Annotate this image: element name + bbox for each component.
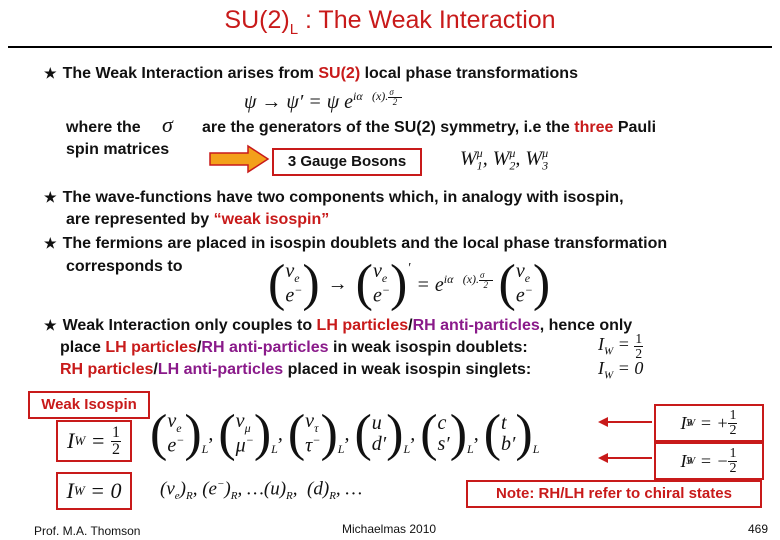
bullet-1-post: local phase transformations [360,65,578,82]
i3-pointer-arrows [598,417,652,463]
where-the-text: where the [66,119,141,136]
singlets-equation: (νe)R, (e−)R, …(u)R, (d)R, … [160,478,363,503]
chiral-note-box: Note: RH/LH refer to chiral states [466,480,762,508]
bullet-6-rh: RH particles [60,361,154,378]
page-number: 469 [748,522,769,536]
generators-text: are the generators of the SU(2) symmetry… [202,116,656,139]
bullet-6-slash: / [153,361,158,378]
bullet-3: ★ The fermions are placed in isospin doub… [44,232,667,255]
arrow-left-icon [598,417,608,427]
bullet-5-pre: place [60,339,106,356]
sigma-vector-symbol: σ⃗ [162,112,190,137]
bullet-4-rh: RH anti-particles [412,317,540,334]
generators-three: three [574,119,614,136]
bullet-2-line1: The wave-functions have two components w… [62,189,624,206]
generators-pre: are the generators of the SU(2) symmetry… [202,119,575,136]
bullet-1: ★The Weak Interaction arises from SU(2) … [44,62,578,85]
bullet-2: ★ The wave-functions have two components … [44,186,624,209]
bullet-2-pre: are represented by [66,211,214,228]
title-rest: : The Weak Interaction [298,6,556,34]
weak-isospin-term: “weak isospin” [213,211,330,228]
title-sub: L [289,21,299,38]
bullet-3-line1: The fermions are placed in isospin doubl… [62,235,668,252]
slide-title: SU(2)L : The Weak Interaction [0,6,780,38]
spin-matrices-text: spin matrices [66,141,170,158]
bullet-6-post: placed in weak isospin singlets: [283,361,532,378]
weak-isospin-label: Weak Isospin [28,391,150,419]
bullet-4-line2: place LH particles/RH anti-particles in … [60,336,528,359]
bullet-5-post: in weak isospin doublets: [328,339,528,356]
footer-term: Michaelmas 2010 [342,522,437,536]
bullet-1-text: The Weak Interaction arises from [62,65,319,82]
bullet-4-pre: Weak Interaction only couples to [62,317,317,334]
title-main: SU(2) [224,6,290,34]
footer-author: Prof. M.A. Thomson [34,524,141,538]
bullet-4-post: , hence only [539,317,633,334]
bullet-4-slash: / [408,317,413,334]
bullet-6-lh: LH anti-particles [157,361,284,378]
star-bullet-icon: ★ [44,65,57,81]
title-divider [8,46,772,48]
star-bullet-icon: ★ [44,189,57,205]
bullet-1-red: SU(2) [318,65,361,82]
bullet-5-rh: RH anti-particles [201,339,329,356]
bullet-4-line3: RH particles/LH anti-particles placed in… [60,358,531,381]
bullet-5-slash: / [196,339,202,356]
star-bullet-icon: ★ [44,235,57,251]
generators-post: Pauli [613,119,657,136]
right-arrow-icon [209,144,270,174]
w-bosons-equation: W1μ, W2μ, W3μ [460,146,549,173]
iw-zero-equation: IW = 0 [598,358,644,382]
bullet-2-line2: are represented by “weak isospin” [66,208,329,231]
psi-transformation-equation: ψ → ψ′ = ψ eiα⃗(x).σ⃗2 [244,87,402,113]
star-bullet-icon: ★ [44,317,57,333]
bullet-3-line2: corresponds to [66,258,183,275]
gauge-bosons-box: 3 Gauge Bosons [272,148,422,176]
bullet-4-lh: LH particles [316,317,409,334]
bullet-5-lh: LH particles [105,339,197,356]
arrow-left-icon [598,453,608,463]
bullet-4: ★ Weak Interaction only couples to LH par… [44,314,632,337]
